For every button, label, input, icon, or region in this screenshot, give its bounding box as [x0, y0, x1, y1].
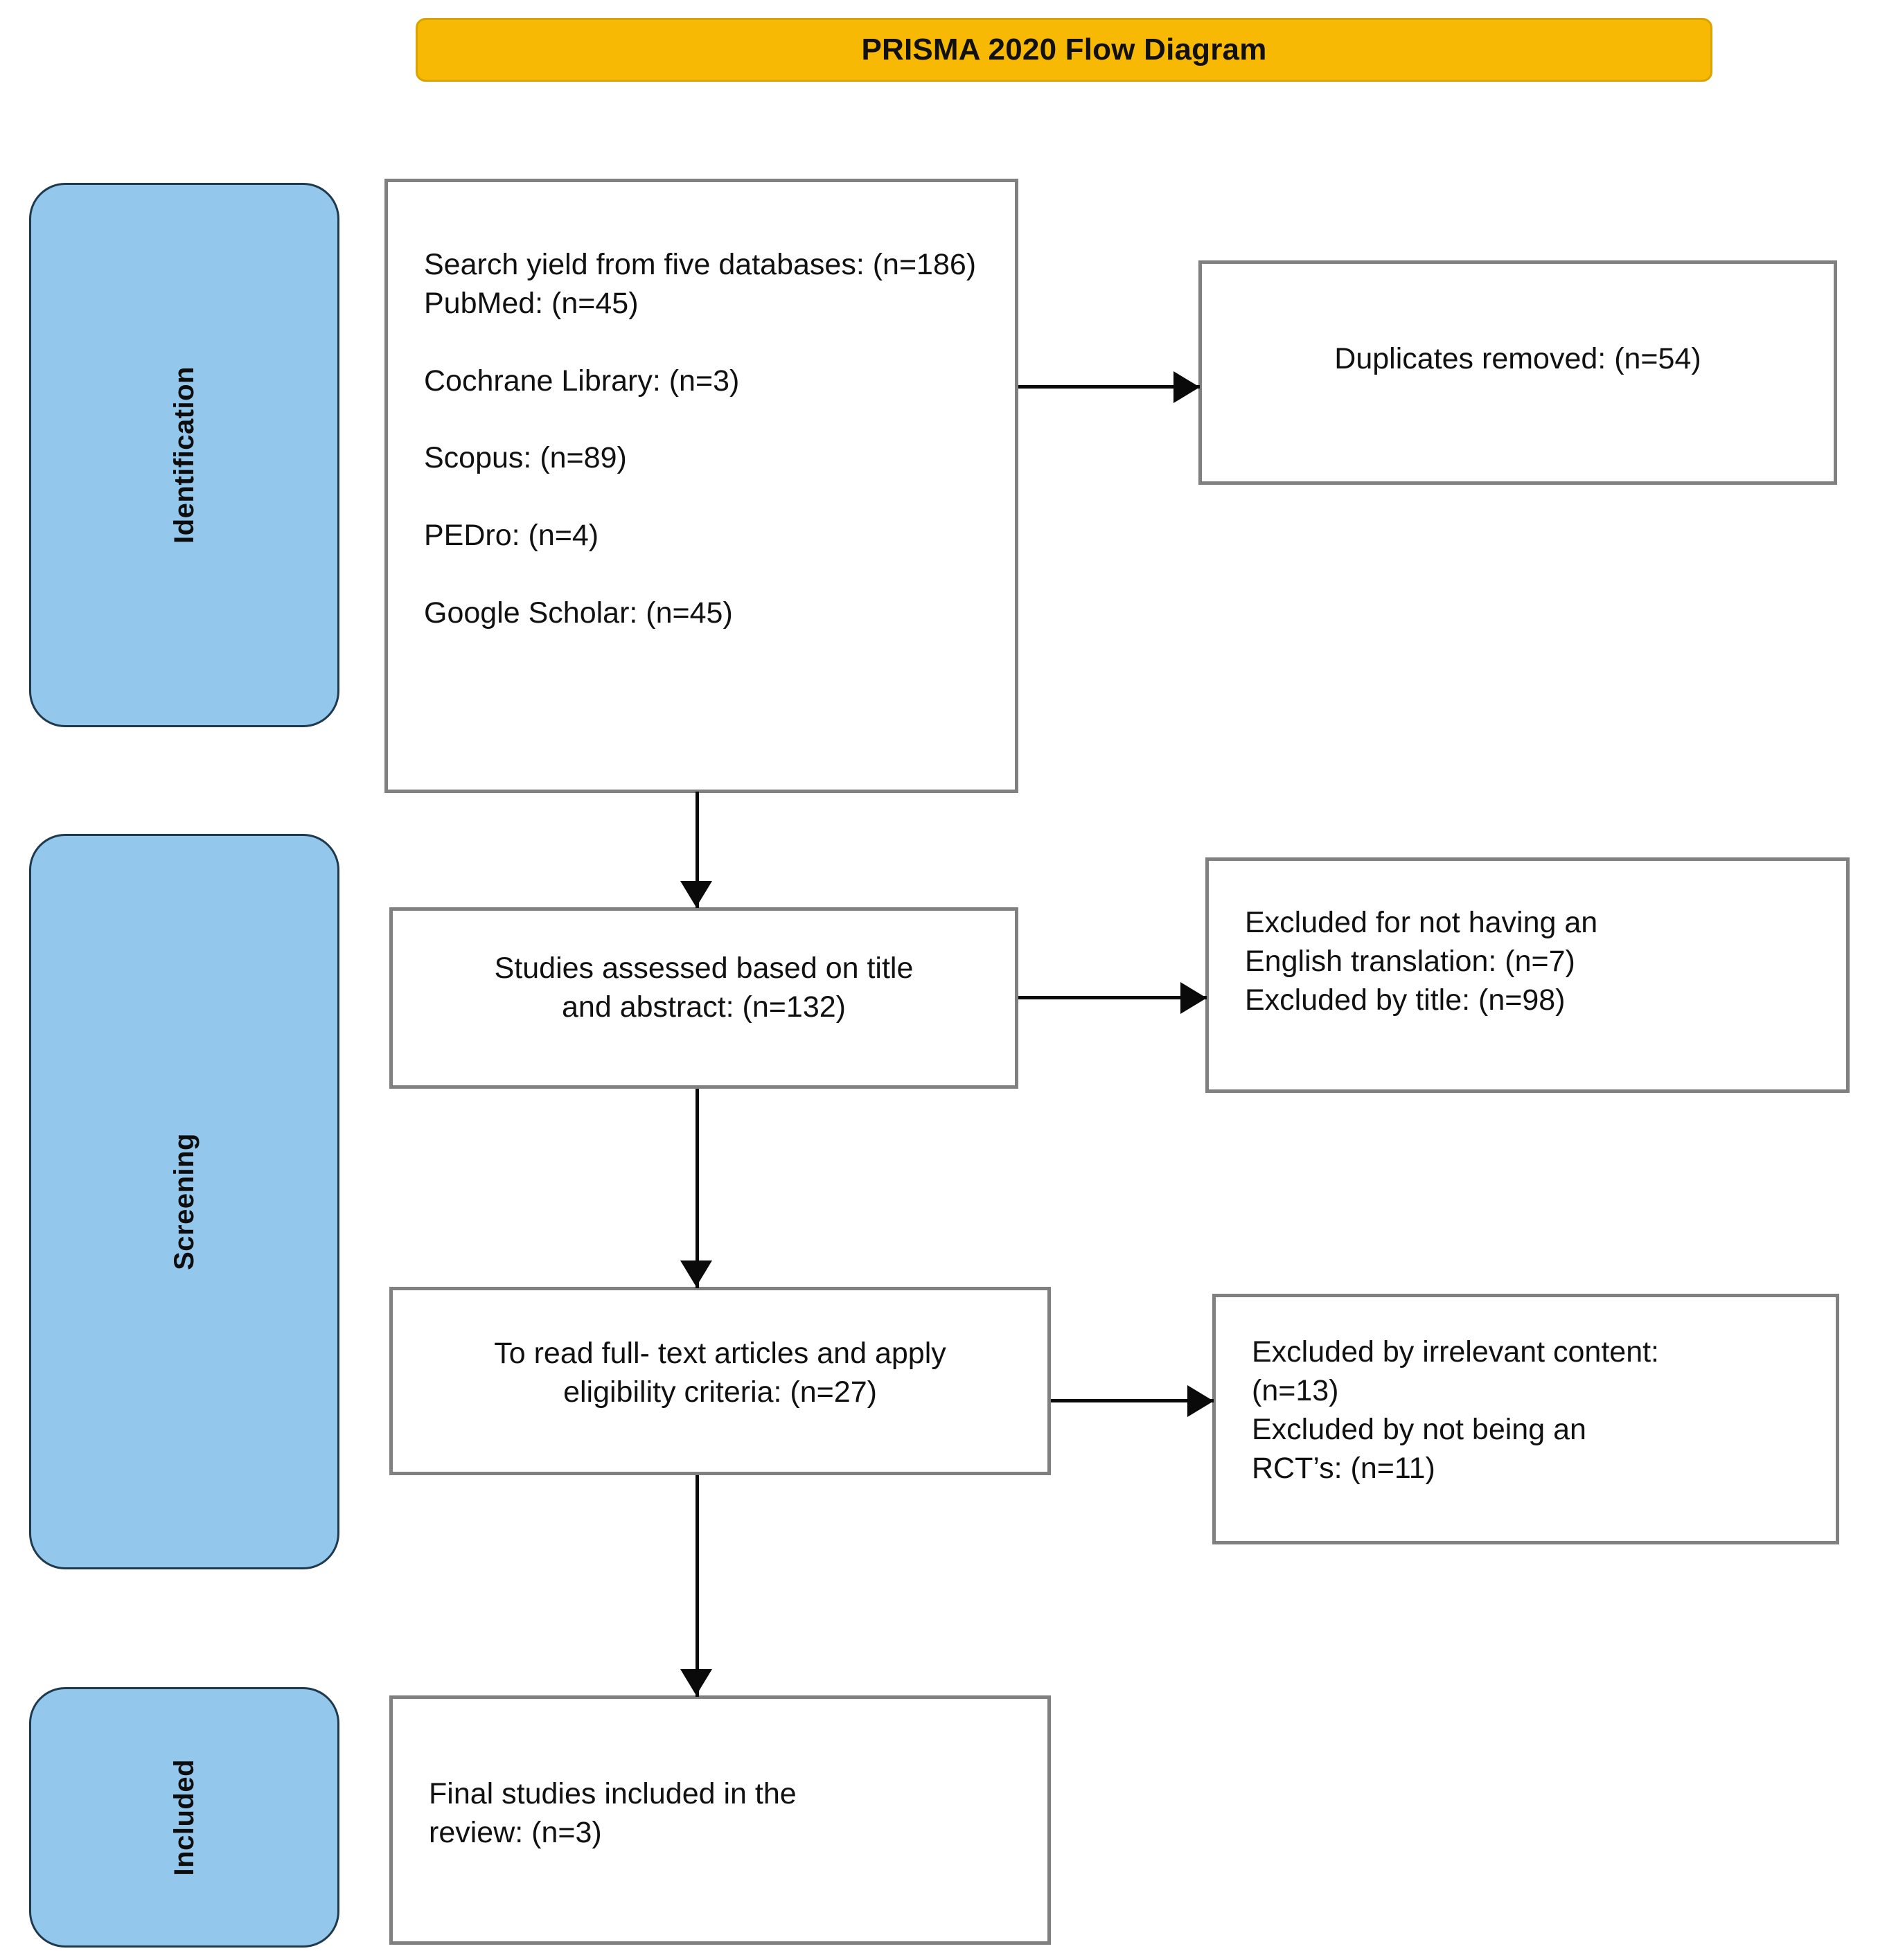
stage-label-identification: Identification [168, 366, 200, 544]
connector-search-to-duplicates [1018, 385, 1200, 389]
node-text-excluded-rct: Excluded by irrelevant content: (n=13) E… [1252, 1335, 1659, 1485]
connector-search-to-assessed [696, 792, 699, 908]
node-text-duplicates-removed: Duplicates removed: (n=54) [1334, 342, 1701, 375]
arrow-right-icon-fulltext-to-excluded-rct [1187, 1385, 1214, 1417]
node-box-studies-assessed: Studies assessed based on title and abst… [389, 907, 1018, 1089]
node-text-search-yield: Search yield from five databases: (n=186… [424, 248, 977, 630]
node-text-final-studies: Final studies included in the review: (n… [429, 1777, 797, 1849]
diagram-title-text: PRISMA 2020 Flow Diagram [861, 33, 1267, 66]
node-text-studies-assessed: Studies assessed based on title and abst… [494, 952, 914, 1024]
node-box-excluded-rct: Excluded by irrelevant content: (n=13) E… [1212, 1294, 1839, 1544]
connector-assessed-to-fulltext [696, 1089, 699, 1288]
node-box-search-yield: Search yield from five databases: (n=186… [384, 179, 1018, 793]
connector-fulltext-to-final [696, 1475, 699, 1697]
node-box-final-studies: Final studies included in the review: (n… [389, 1695, 1051, 1945]
stage-box-identification: Identification [29, 183, 339, 727]
arrow-right-icon-assessed-to-excluded-title [1180, 982, 1207, 1014]
stage-label-screening: Screening [168, 1133, 200, 1270]
arrow-down-icon-search-to-assessed [680, 881, 712, 907]
connector-assessed-to-excluded-title [1018, 996, 1207, 999]
node-box-full-text-review: To read full- text articles and apply el… [389, 1287, 1051, 1475]
node-box-excluded-title: Excluded for not having an English trans… [1205, 857, 1850, 1093]
arrow-down-icon-fulltext-to-final [680, 1669, 712, 1695]
stage-label-included: Included [168, 1758, 200, 1876]
node-text-excluded-title: Excluded for not having an English trans… [1245, 906, 1598, 1017]
node-text-full-text-review: To read full- text articles and apply el… [494, 1337, 946, 1409]
arrow-right-icon-search-to-duplicates [1173, 371, 1200, 403]
node-box-duplicates-removed: Duplicates removed: (n=54) [1198, 260, 1837, 485]
arrow-down-icon-assessed-to-fulltext [680, 1260, 712, 1287]
diagram-title-banner: PRISMA 2020 Flow Diagram [416, 18, 1712, 82]
stage-box-included: Included [29, 1687, 339, 1948]
connector-fulltext-to-excluded-rct [1051, 1399, 1214, 1402]
stage-box-screening: Screening [29, 834, 339, 1569]
